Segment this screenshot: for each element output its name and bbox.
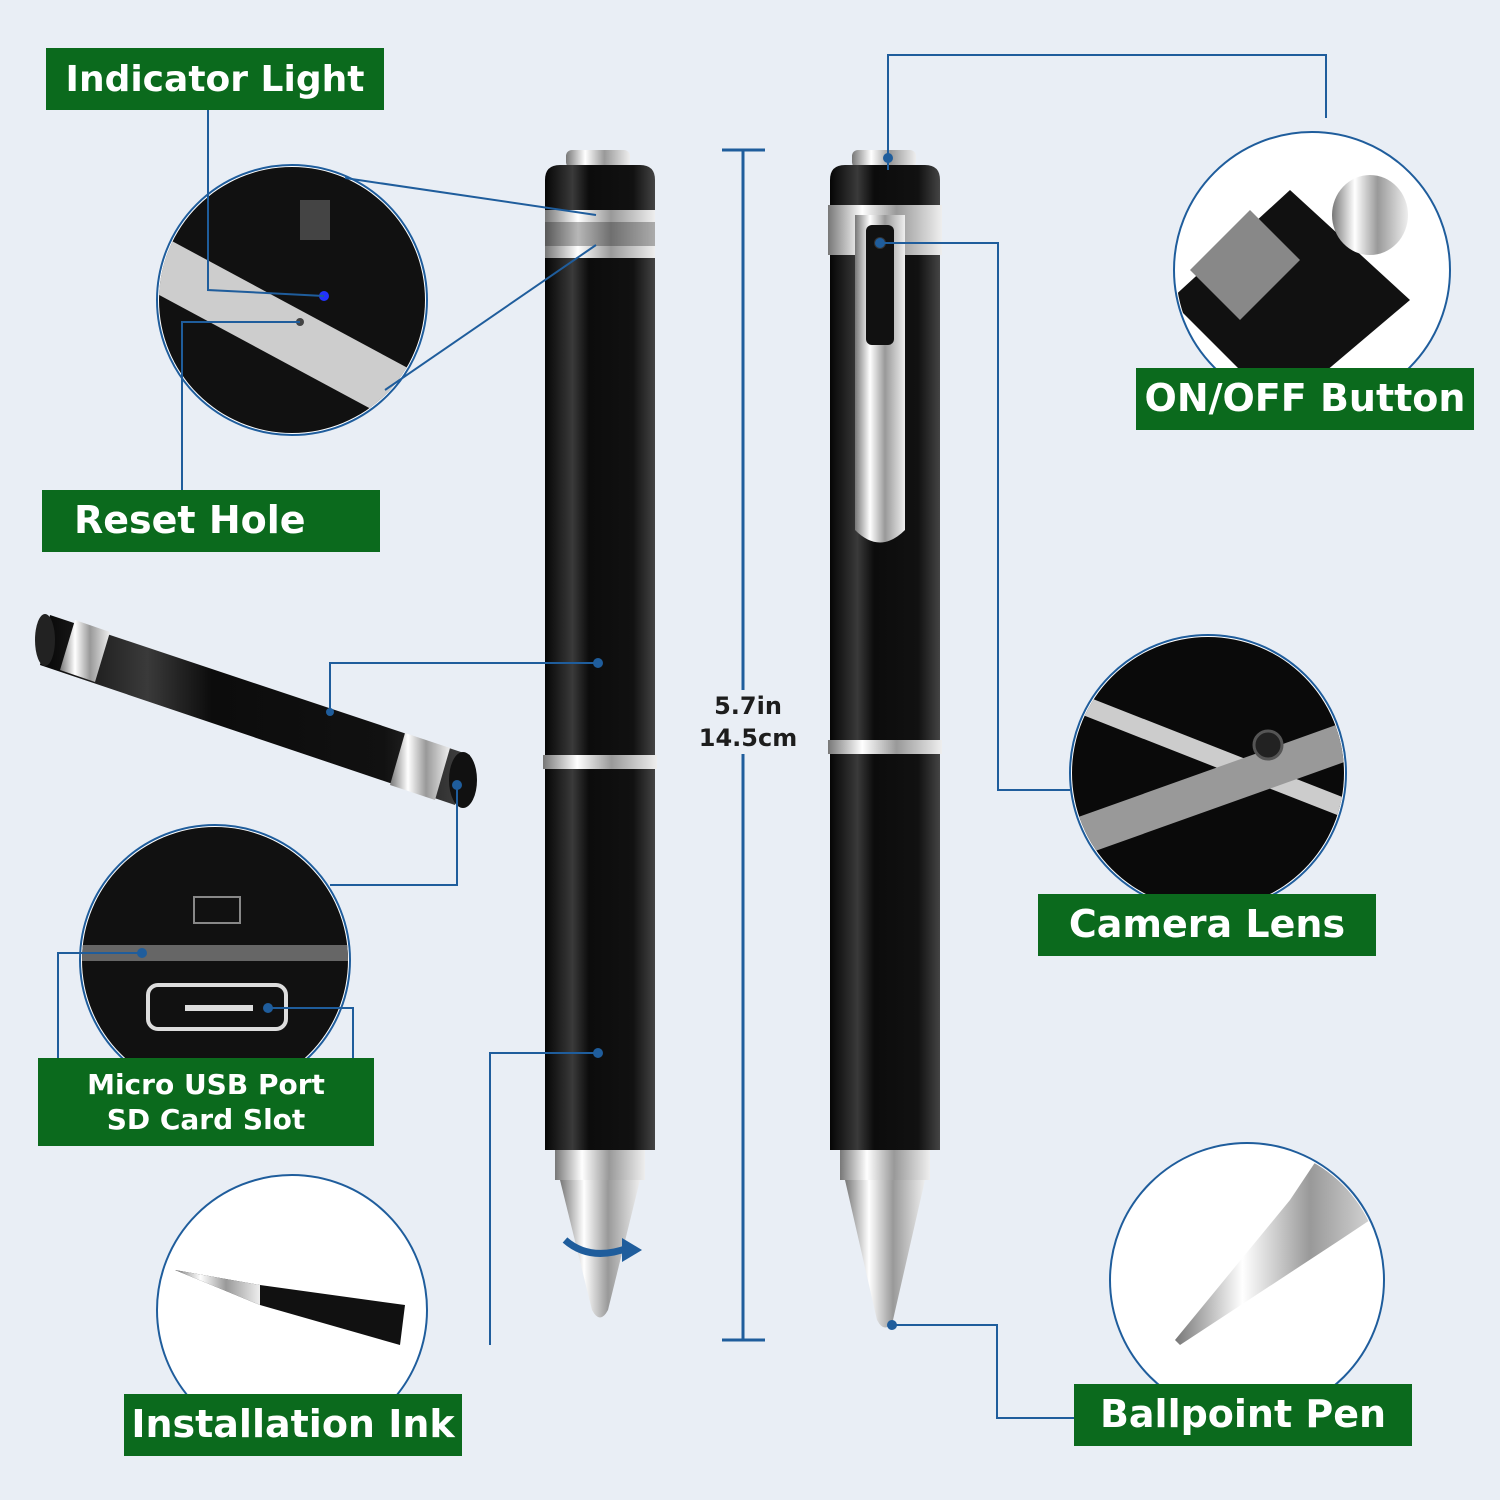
dimension-inches: 5.7in <box>714 692 782 720</box>
reset-hole-label: Reset Hole <box>42 490 380 552</box>
on-off-button-label: ON/OFF Button <box>1136 368 1474 430</box>
ink-zoom-circle <box>156 1174 428 1446</box>
leader-dots <box>137 153 897 1330</box>
dimension-label: 5.7in 14.5cm <box>680 690 816 754</box>
usb-zoom-circle <box>79 824 351 1096</box>
camera-zoom-circle <box>1069 634 1347 912</box>
usb-sd-label: Micro USB Port SD Card Slot <box>38 1058 374 1146</box>
indicator-zoom-circle <box>156 164 428 436</box>
left-pen-image <box>543 150 657 1318</box>
indicator-light-label: Indicator Light <box>46 48 384 110</box>
ballpoint-pen-label: Ballpoint Pen <box>1074 1384 1412 1446</box>
installation-ink-label: Installation Ink <box>124 1394 462 1456</box>
leader-lines <box>57 54 1327 1419</box>
micro-usb-port-label: Micro USB Port <box>87 1068 325 1101</box>
ballpoint-zoom-circle <box>1109 1142 1385 1418</box>
sd-card-slot-label: SD Card Slot <box>106 1103 306 1136</box>
camera-lens-label: Camera Lens <box>1038 894 1376 956</box>
dimension-centimeters: 14.5cm <box>698 724 798 752</box>
onoff-zoom-circle <box>1173 131 1451 409</box>
camera-module-image <box>35 614 477 808</box>
right-pen-image <box>828 150 942 1328</box>
